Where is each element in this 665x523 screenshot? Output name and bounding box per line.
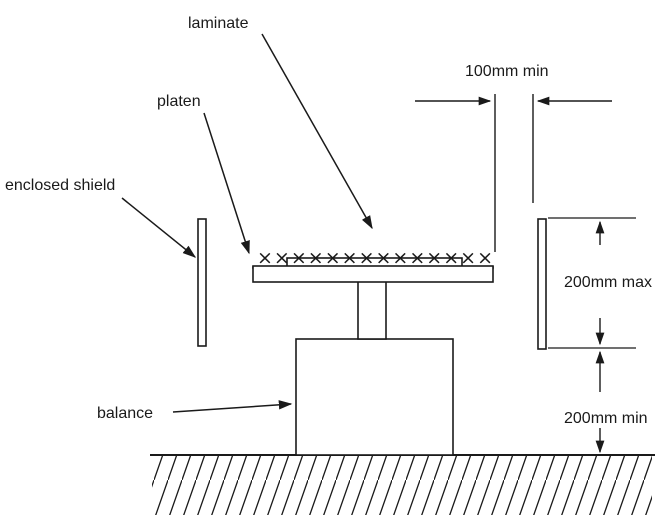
platen-visible <box>252 265 494 283</box>
label-height-200-min: 200mm min <box>564 410 648 427</box>
label-enclosed-shield: enclosed shield <box>5 177 115 194</box>
balance-stem <box>357 272 387 340</box>
label-height-200-max: 200mm max <box>564 274 652 291</box>
gap-dimension <box>415 94 612 252</box>
floor <box>150 454 655 515</box>
label-laminate: laminate <box>188 15 249 32</box>
height-dimensions <box>548 217 636 454</box>
floor-hatching <box>152 455 652 515</box>
right-shield <box>537 218 547 350</box>
balance-body <box>295 338 454 456</box>
label-platen: platen <box>157 93 201 110</box>
laminate-leader <box>261 33 373 230</box>
platen-leader <box>203 112 250 255</box>
label-gap-100: 100mm min <box>465 63 549 80</box>
label-balance: balance <box>97 405 153 422</box>
left-shield <box>197 218 207 347</box>
laminate-marks: ×××××××××××××× <box>257 247 493 269</box>
balance-leader <box>172 400 293 413</box>
shield-leader <box>121 197 197 258</box>
